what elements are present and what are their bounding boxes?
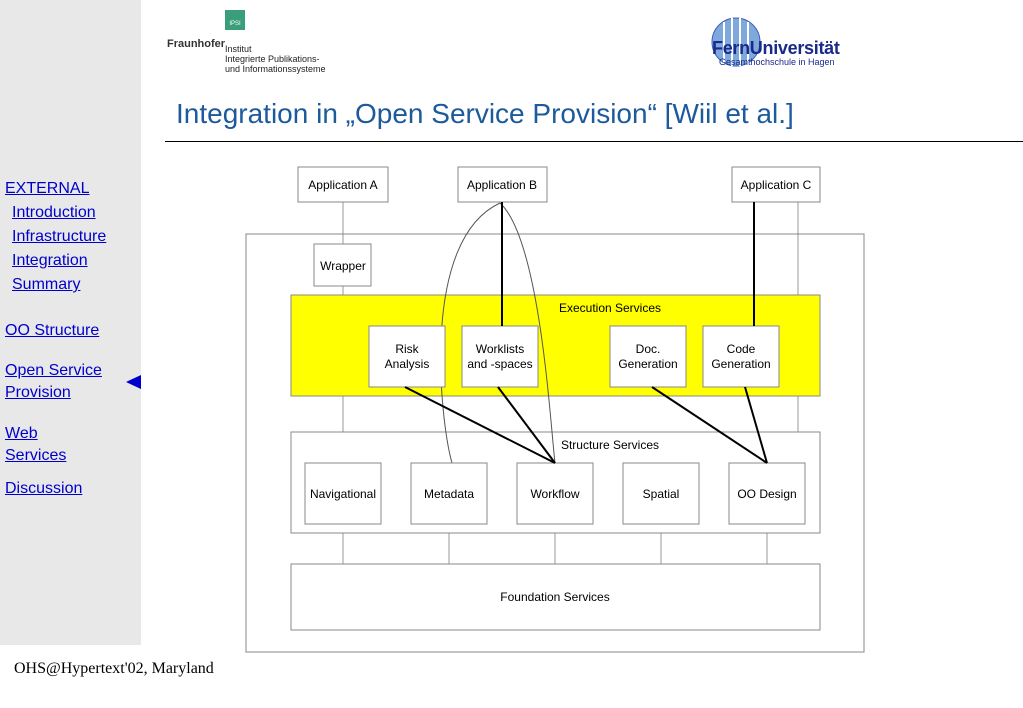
doc-generation-label-1: Doc. xyxy=(636,342,661,356)
foundation-services-panel xyxy=(290,563,821,631)
metadata-label: Metadata xyxy=(424,487,474,501)
sidebar-nav xyxy=(0,0,141,645)
connector-risk-workflow xyxy=(404,386,556,464)
navigational-box xyxy=(304,462,382,525)
risk-analysis-box xyxy=(368,325,446,388)
doc-generation-box xyxy=(609,325,687,388)
spatial-box xyxy=(622,462,700,525)
application-c-box xyxy=(731,166,821,203)
fernuni-subtitle: Gesamthochschule in Hagen xyxy=(719,57,835,67)
execution-services-label: Execution Services xyxy=(559,301,661,315)
connector-doc-oodesign xyxy=(651,386,768,464)
workflow-label: Workflow xyxy=(530,487,579,501)
ipsi-logo-icon: IPSI xyxy=(225,10,245,30)
nav-discussion[interactable]: Discussion xyxy=(5,480,83,497)
spatial-label: Spatial xyxy=(643,487,680,501)
fernuni-globe-icon xyxy=(711,17,761,67)
nav-web-services-line-2: Services xyxy=(5,447,67,464)
institute-line-1: Institut xyxy=(225,44,252,54)
nav-infrastructure[interactable]: Infrastructure xyxy=(12,228,107,245)
nav-open-service-line-1: Open Service xyxy=(5,362,102,379)
current-page-arrow-icon xyxy=(126,375,141,389)
system-boundary xyxy=(245,233,865,653)
fernuniversitaet-logo: FernUniversität Gesamthochschule in Hage… xyxy=(708,10,878,72)
ipsi-label: IPSI xyxy=(229,21,241,27)
nav-open-service-line-2: Provision xyxy=(5,384,71,401)
oo-design-label: OO Design xyxy=(737,487,796,501)
thick-connectors xyxy=(404,202,768,464)
loop-right-curve xyxy=(499,202,556,464)
institute-name: Institut Integrierte Publikations- und I… xyxy=(225,44,326,74)
structure-services-label: Structure Services xyxy=(561,438,659,452)
connector-worklists-workflow xyxy=(497,386,556,464)
application-a-box xyxy=(297,166,389,203)
doc-generation-label-2: Generation xyxy=(618,357,677,371)
page-title: Integration in „Open Service Provision“ … xyxy=(176,98,794,129)
nav-external[interactable]: EXTERNAL xyxy=(5,180,90,197)
institute-line-2: Integrierte Publikations- xyxy=(225,54,320,64)
nav-summary[interactable]: Summary xyxy=(12,276,81,293)
title-divider xyxy=(165,141,1023,142)
fraunhofer-ipsi-logo: IPSI Fraunhofer Institut Integrierte Pub… xyxy=(167,10,337,76)
fernuni-name: FernUniversität xyxy=(712,38,840,58)
fraunhofer-wordmark: Fraunhofer xyxy=(167,38,226,50)
connector-code-oodesign xyxy=(744,386,768,464)
institute-line-3: und Informationssysteme xyxy=(225,64,326,74)
application-a-label: Application A xyxy=(308,178,377,192)
application-c-label: Application C xyxy=(741,178,812,192)
worklists-label-2: and -spaces xyxy=(467,357,532,371)
metadata-box xyxy=(410,462,488,525)
nav-web-services[interactable]: Web Services xyxy=(5,423,66,467)
code-generation-label-2: Generation xyxy=(711,357,770,371)
wrapper-box xyxy=(313,243,372,287)
oo-design-box xyxy=(728,462,806,525)
foundation-services-label: Foundation Services xyxy=(500,590,609,604)
nav-oo-structure[interactable]: OO Structure xyxy=(5,322,100,339)
wrapper-label: Wrapper xyxy=(320,259,366,273)
nav-integration[interactable]: Integration xyxy=(12,252,88,269)
application-b-label: Application B xyxy=(467,178,537,192)
code-generation-box xyxy=(702,325,780,388)
navigational-label: Navigational xyxy=(310,487,376,501)
footer-text: OHS@Hypertext'02, Maryland xyxy=(14,660,214,677)
code-generation-label-1: Code xyxy=(727,342,756,356)
worklists-label-1: Worklists xyxy=(476,342,524,356)
risk-analysis-label-2: Analysis xyxy=(385,357,430,371)
nav-web-services-line-1: Web xyxy=(5,425,38,442)
nav-open-service-provision[interactable]: Open Service Provision xyxy=(5,360,102,404)
nav-introduction[interactable]: Introduction xyxy=(12,204,96,221)
worklists-box xyxy=(461,325,539,388)
risk-analysis-label-1: Risk xyxy=(395,342,419,356)
